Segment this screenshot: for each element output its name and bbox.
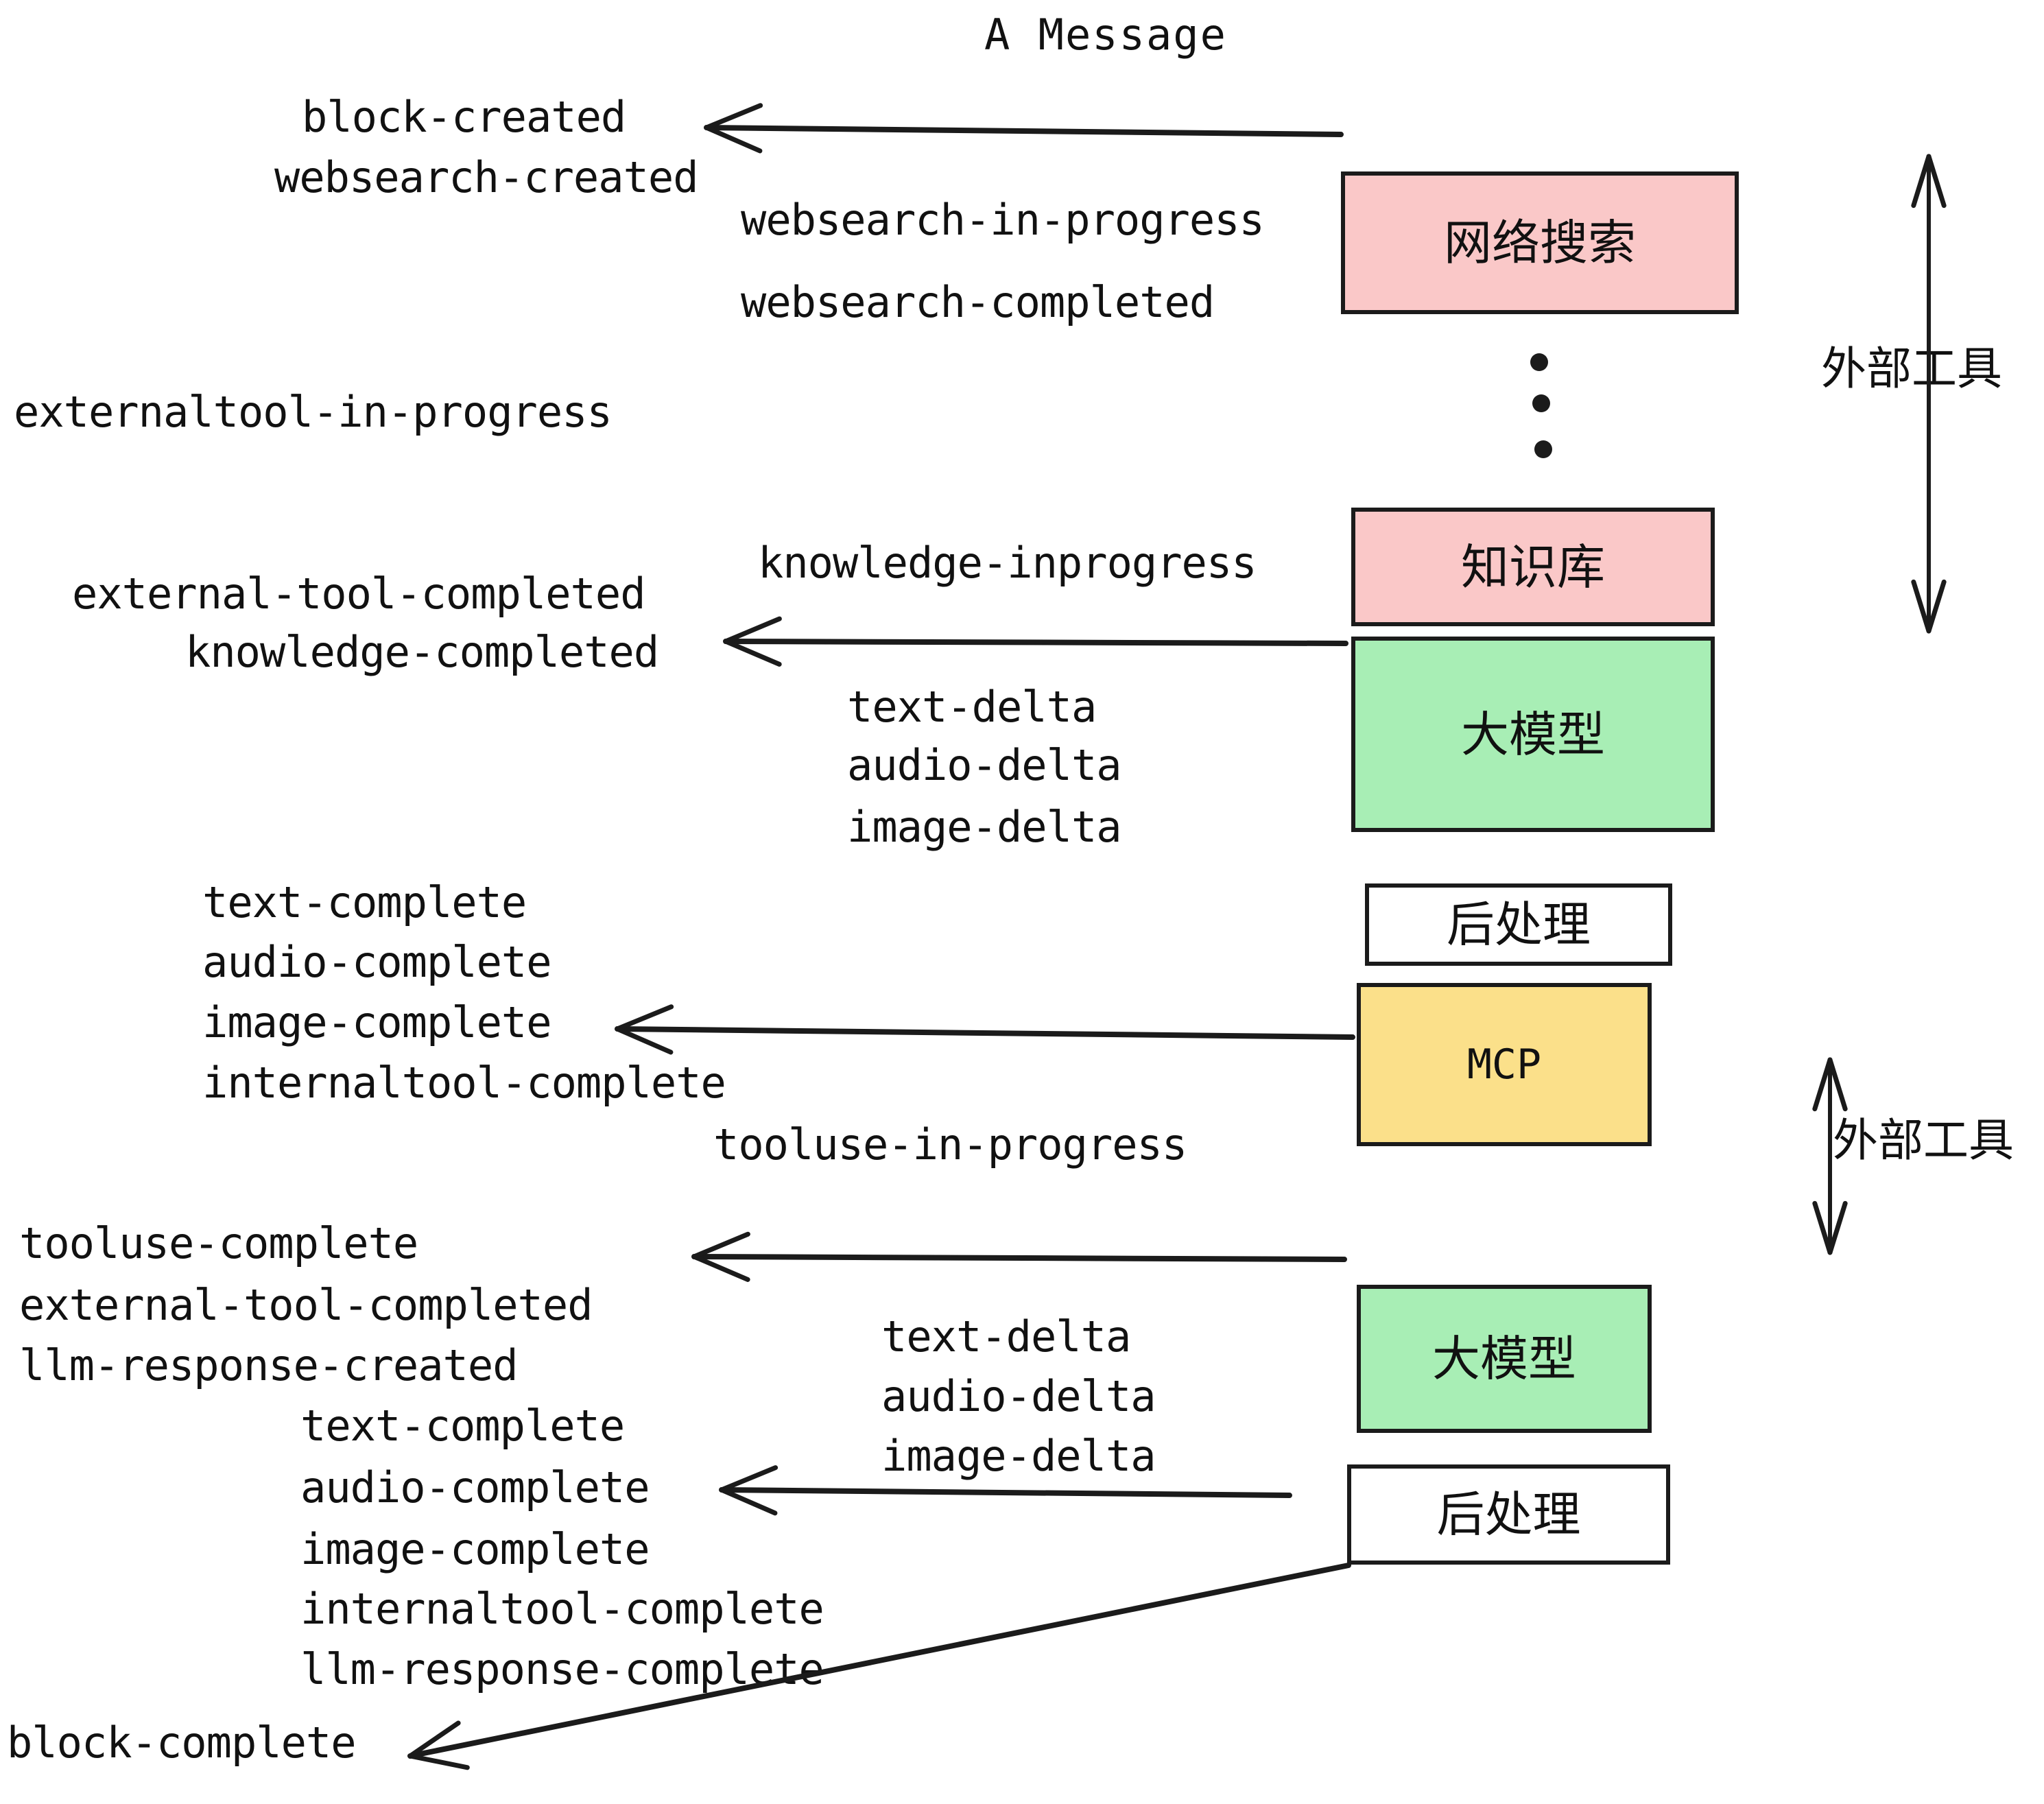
event-label-text-complete-2: text-complete xyxy=(300,1401,625,1451)
event-label-audio-complete-2: audio-complete xyxy=(300,1462,650,1512)
event-label-external-tool-completed-2: external-tool-completed xyxy=(19,1280,593,1330)
ellipsis-dot xyxy=(1534,440,1552,458)
event-label-llm-response-created: llm-response-created xyxy=(19,1340,519,1390)
event-label-llm-response-complete: llm-response-complete xyxy=(300,1644,824,1694)
event-label-audio-delta-2: audio-delta xyxy=(881,1371,1156,1421)
event-label-internaltool-complete-2: internaltool-complete xyxy=(300,1584,824,1634)
event-label-audio-complete-1: audio-complete xyxy=(202,937,552,987)
node-box-knowledge: 知识库 xyxy=(1351,508,1715,626)
event-label-knowledge-completed: knowledge-completed xyxy=(185,627,659,677)
event-label-internaltool-complete-1: internaltool-complete xyxy=(202,1058,726,1108)
event-label-tooluse-in-progress: tooluse-in-progress xyxy=(713,1119,1187,1170)
event-label-image-delta-2: image-delta xyxy=(881,1431,1156,1481)
arrow-block-created xyxy=(704,103,1344,154)
event-label-websearch-created: websearch-created xyxy=(274,152,699,202)
ellipsis-dot xyxy=(1530,353,1548,371)
node-box-mcp: MCP xyxy=(1357,983,1652,1146)
ellipsis-dot xyxy=(1532,394,1550,412)
event-label-websearch-in-progress: websearch-in-progress xyxy=(741,195,1265,245)
event-label-tooluse-complete: tooluse-complete xyxy=(19,1218,418,1268)
node-box-post-2: 后处理 xyxy=(1347,1464,1670,1565)
event-label-image-delta-1: image-delta xyxy=(847,802,1122,852)
node-box-llm-1: 大模型 xyxy=(1351,637,1715,832)
node-box-post-1: 后处理 xyxy=(1365,883,1672,966)
event-label-text-delta-2: text-delta xyxy=(881,1312,1131,1362)
event-label-text-delta-1: text-delta xyxy=(847,682,1097,732)
event-label-externaltool-in-progress: externaltool-in-progress xyxy=(14,387,613,437)
arrow-image-complete xyxy=(615,1004,1355,1055)
event-label-image-complete-2: image-complete xyxy=(300,1524,650,1574)
event-label-image-complete-1: image-complete xyxy=(202,997,552,1047)
arrow-tooluse-complete xyxy=(691,1231,1347,1282)
event-label-block-created: block-created xyxy=(302,92,626,142)
side-label-external-tools-bottom: 外部工具 xyxy=(1833,1114,2014,1167)
event-label-knowledge-inprogress: knowledge-inprogress xyxy=(758,538,1257,588)
event-label-block-complete: block-complete xyxy=(7,1718,357,1768)
event-label-text-complete-1: text-complete xyxy=(202,877,527,927)
event-label-audio-delta-1: audio-delta xyxy=(847,740,1122,790)
event-label-external-tool-completed-1: external-tool-completed xyxy=(72,569,646,619)
side-label-external-tools-top: 外部工具 xyxy=(1821,342,2002,395)
page-title: A Message xyxy=(984,10,1227,60)
event-label-websearch-completed: websearch-completed xyxy=(741,277,1215,327)
node-box-websearch: 网络搜索 xyxy=(1341,171,1739,314)
arrow-knowledge-done xyxy=(723,616,1348,667)
node-box-llm-2: 大模型 xyxy=(1357,1285,1652,1433)
